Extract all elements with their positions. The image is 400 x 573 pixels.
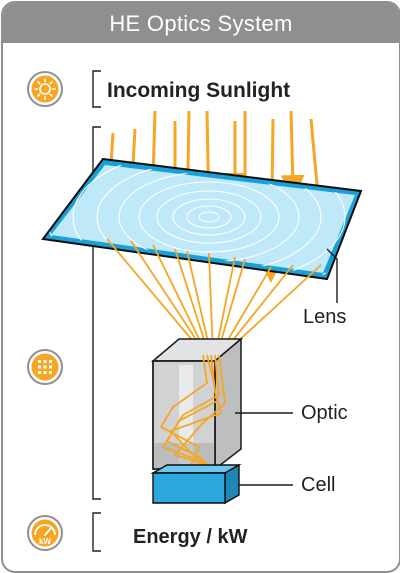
energy-label: Energy / kW: [133, 526, 248, 548]
cell-grid-icon: [27, 349, 63, 385]
internal-rays: [159, 354, 226, 468]
diagram-title: HE Optics System: [109, 11, 293, 36]
leader-lines: [235, 248, 338, 486]
sunlight-bracket: [92, 70, 101, 108]
system-bracket: [92, 126, 101, 500]
solar-cell: [150, 463, 242, 505]
lens-label: Lens: [303, 306, 346, 328]
kw-meter-icon: kW: [27, 515, 63, 551]
cell-label: Cell: [301, 474, 335, 496]
fresnel-lens: [41, 157, 363, 281]
incoming-sunlight-label: Incoming Sunlight: [107, 79, 290, 102]
optic-label: Optic: [301, 402, 348, 424]
kw-icon-text: kW: [39, 537, 51, 546]
optics-diagram: kW Incoming Sunlight Energy / kW: [27, 70, 363, 552]
energy-bracket: [92, 512, 101, 552]
header-bar: HE Optics System: [3, 3, 399, 43]
sun-icon: [27, 71, 63, 107]
